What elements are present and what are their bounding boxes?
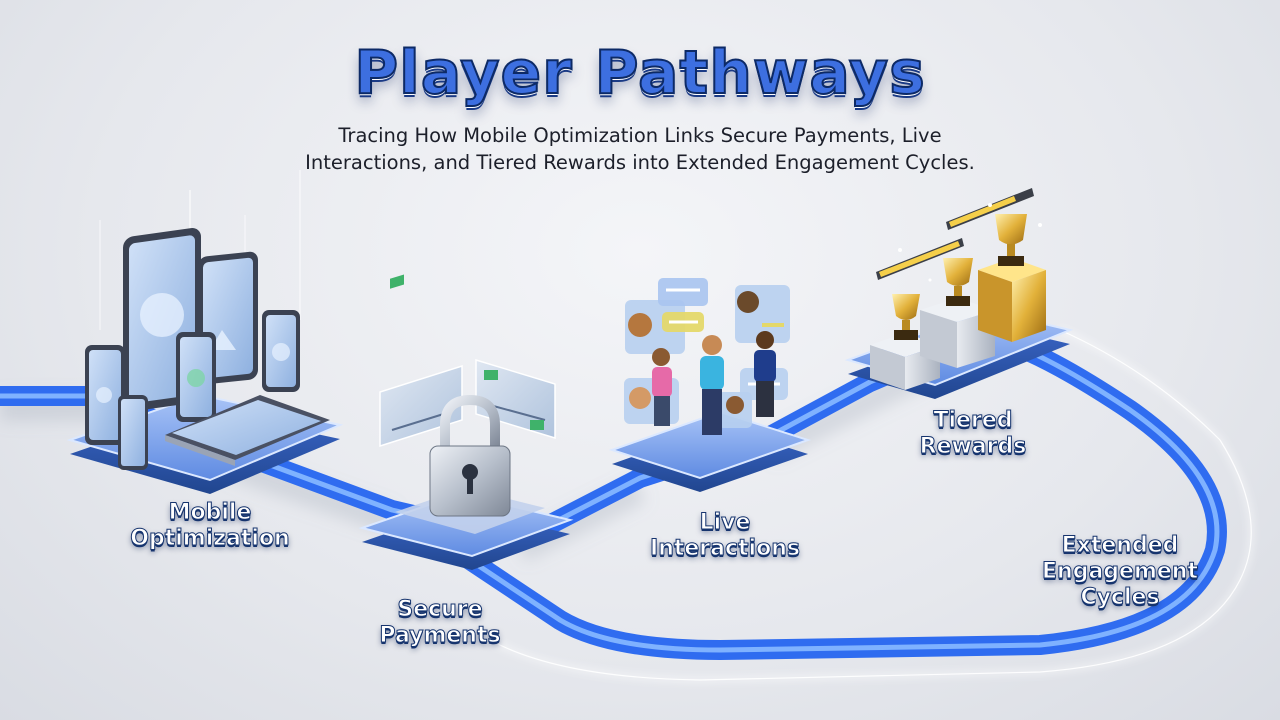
label-line: Optimization — [130, 526, 290, 552]
live-platform — [608, 410, 812, 492]
stage-secure-payments — [358, 274, 574, 570]
label-line: Secure — [397, 597, 483, 623]
laptop-icon — [165, 395, 330, 466]
stage-label-secure-payments: Secure Payments — [340, 597, 540, 649]
stage-label-tiered-rewards: Tiered Rewards — [873, 408, 1073, 460]
label-line: Mobile — [168, 500, 252, 526]
chat-bubble-icon — [658, 278, 708, 306]
page-title: Player Pathways — [353, 37, 926, 109]
chat-bubble-icon — [718, 392, 752, 428]
label-line: Rewards — [919, 434, 1027, 460]
label-line: Live — [699, 510, 751, 536]
trophy-icon — [995, 214, 1027, 266]
chat-bubble-icon — [662, 312, 704, 332]
stage-label-mobile-optimization: Mobile Optimization — [110, 500, 310, 552]
label-line: Extended — [1061, 533, 1179, 559]
trophy-icon — [943, 258, 973, 306]
trophy-icon — [892, 294, 920, 340]
stage-label-live-interactions: Live Interactions — [625, 510, 825, 562]
stage-live-interactions — [608, 278, 812, 492]
label-line: Payments — [379, 623, 501, 649]
page-subtitle: Tracing How Mobile Optimization Links Se… — [240, 122, 1040, 176]
person-figure — [652, 348, 672, 426]
subtitle-line: Tracing How Mobile Optimization Links Se… — [338, 124, 942, 147]
person-figure — [700, 335, 724, 435]
label-line: Engagement — [1042, 559, 1199, 585]
sparkle-icon — [898, 203, 1042, 282]
stage-label-extended-engagement-cycles: Extended Engagement Cycles — [1000, 533, 1240, 611]
person-figure — [754, 331, 776, 417]
stage-mobile-optimization — [66, 228, 344, 494]
payment-card-icon — [475, 358, 556, 440]
label-line: Cycles — [1080, 585, 1160, 611]
chat-bubble-icon — [735, 285, 790, 343]
label-line: Tiered — [933, 408, 1013, 434]
progress-bar-icon — [876, 238, 964, 280]
podium-first — [978, 258, 1046, 342]
subtitle-line: Interactions, and Tiered Rewards into Ex… — [305, 151, 975, 174]
stage-tiered-rewards — [844, 188, 1074, 399]
label-line: Interactions — [650, 536, 801, 562]
progress-bar-icon — [946, 188, 1034, 230]
padlock-icon — [429, 394, 511, 517]
